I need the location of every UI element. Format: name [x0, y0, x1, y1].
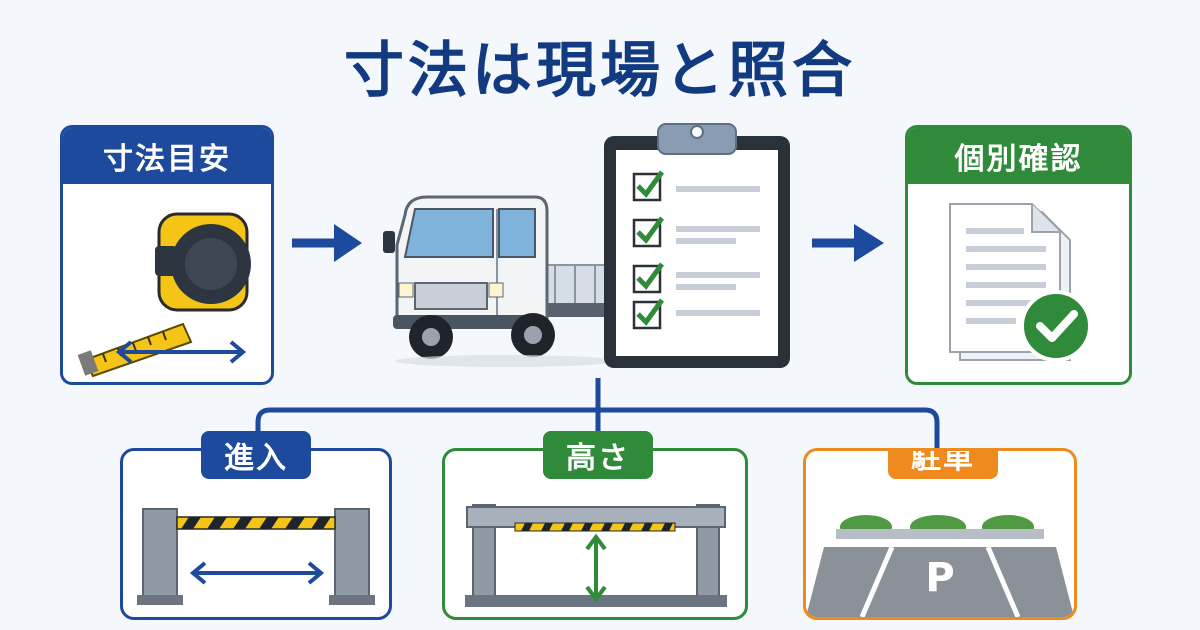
parking-lot-icon: P [806, 515, 1074, 617]
entry-label: 進入 [201, 431, 311, 479]
page-title: 寸法は現場と照合 [344, 36, 856, 106]
parking-sign: P [925, 555, 954, 601]
individual-check-card: 個別確認 [905, 125, 1132, 385]
dimension-guide-card: 寸法目安 [60, 125, 274, 385]
arrow-right-icon [292, 224, 362, 262]
checklist-rows [632, 170, 760, 330]
height-label: 高さ [543, 431, 653, 479]
document-check-icon [949, 203, 1092, 362]
gate-barrier-icon [137, 508, 375, 605]
parking-card: P 駐車 [803, 448, 1077, 620]
truck-icon [383, 195, 635, 367]
tape-measure-icon [77, 212, 251, 378]
dimension-guide-header: 寸法目安 [63, 128, 271, 184]
arrow-right-icon [812, 224, 884, 262]
entry-card: 進入 [120, 431, 392, 620]
height-card: 高さ [442, 431, 748, 620]
parking-label: 駐車 [888, 451, 998, 479]
height-barrier-icon [465, 504, 727, 607]
individual-check-header: 個別確認 [908, 128, 1129, 184]
clipboard-checklist-icon [604, 123, 790, 368]
